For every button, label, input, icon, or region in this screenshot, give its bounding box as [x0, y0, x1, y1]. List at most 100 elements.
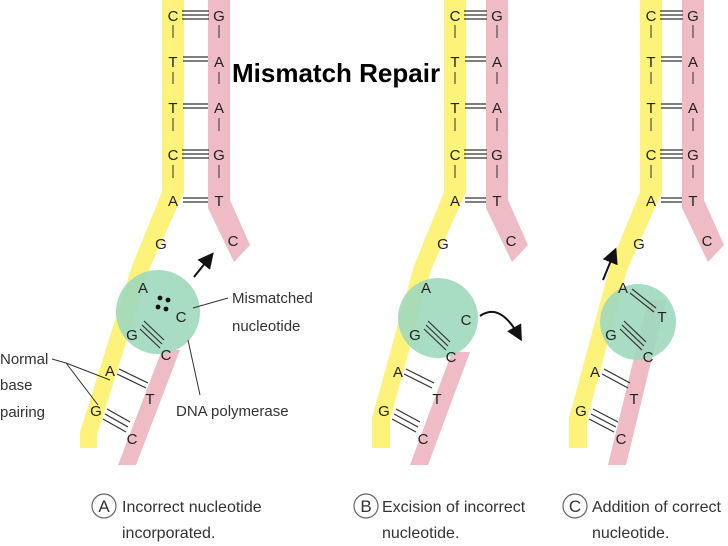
template-base-b-6: G	[437, 236, 449, 253]
new-base-c-1: G	[687, 8, 699, 25]
new-strand-lower-a	[118, 350, 180, 465]
new-base-a-3: A	[214, 100, 224, 117]
new-base-a-5: T	[214, 193, 223, 210]
new-base-b-7: C	[446, 349, 457, 366]
new-base-b-2: A	[492, 54, 502, 71]
new-base-a-6: C	[228, 233, 239, 250]
template-base-c-10: G	[575, 403, 587, 420]
template-base-b-5: A	[450, 193, 460, 210]
new-base-a-4: G	[213, 147, 225, 164]
template-base-c-4: C	[646, 147, 657, 164]
normal-pointers	[51, 358, 111, 406]
template-base-a-5: A	[168, 193, 178, 210]
template-base-a-2: T	[168, 54, 177, 71]
bonds-lower-a	[102, 320, 165, 433]
page-title: Mismatch Repair	[232, 58, 440, 88]
caption-a-line-2: incorporated.	[122, 525, 215, 542]
caption-a-line-1: Incorrect nucleotide	[122, 499, 262, 516]
template-base-a-3: T	[168, 100, 177, 117]
excision-arrow-b	[479, 311, 522, 342]
new-strand-c	[682, 0, 724, 262]
new-base-c-10: C	[616, 431, 627, 448]
circle-b	[353, 493, 379, 519]
new-base-a-9: T	[145, 391, 154, 408]
new-strand-b	[486, 0, 528, 262]
synthesis-arrow-c	[602, 247, 618, 281]
new-base-c-7: T	[657, 309, 666, 326]
new-base-b-9: C	[418, 431, 429, 448]
new-base-a-7: C	[176, 309, 187, 326]
caption-c-line-2: nucleotide.	[592, 525, 669, 542]
polymerase-label: DNA polymerase	[176, 403, 289, 420]
bonds-upper-a	[172, 10, 220, 203]
new-base-c-6: C	[702, 233, 713, 250]
new-base-c-8: C	[643, 349, 654, 366]
new-base-b-1: G	[491, 8, 503, 25]
new-base-b-8: T	[432, 391, 441, 408]
template-base-c-1: C	[646, 8, 657, 25]
dna-polymerase-c	[600, 284, 676, 360]
bonds-lower-b	[391, 320, 451, 433]
new-base-c-9: T	[629, 391, 638, 408]
new-base-c-5: T	[688, 193, 697, 210]
new-base-b-6: C	[506, 233, 517, 250]
normal-label-line-2: base	[0, 377, 33, 394]
template-base-b-4: C	[450, 147, 461, 164]
template-base-b-3: T	[450, 100, 459, 117]
dna-polymerase-b	[398, 278, 478, 358]
circle-a-letter: A	[98, 497, 110, 516]
mismatched-label-line-1: Mismatched	[232, 290, 313, 307]
bonds-upper-b	[454, 10, 498, 203]
mismatched-label-line-2: nucleotide	[232, 318, 300, 335]
circle-c	[562, 493, 588, 519]
circle-c-letter: C	[569, 497, 581, 516]
new-base-a-1: G	[213, 8, 225, 25]
caption-b-line-2: nucleotide.	[382, 525, 459, 542]
new-base-c-3: A	[688, 100, 698, 117]
circle-a	[91, 493, 117, 519]
bonds-upper-c	[650, 10, 694, 203]
template-base-b-1: C	[450, 8, 461, 25]
template-base-a-1: C	[168, 8, 179, 25]
template-base-c-9: A	[590, 364, 600, 381]
new-strand-a	[208, 0, 250, 262]
normal-label-line-3: pairing	[0, 404, 45, 421]
bonds-lower-c	[588, 288, 657, 433]
template-base-b-10: G	[378, 403, 390, 420]
circle-b-letter: B	[360, 497, 371, 516]
template-base-c-3: T	[646, 100, 655, 117]
new-base-b-3: A	[492, 100, 502, 117]
new-base-c-4: G	[687, 147, 699, 164]
template-base-b-2: T	[450, 54, 459, 71]
new-base-b-4: G	[491, 147, 503, 164]
template-base-b-8: G	[409, 327, 421, 344]
mismatch-dots-a	[155, 295, 171, 312]
panel-a: C T T C A G G A A G T C A G A G C C T C …	[0, 0, 313, 542]
polymerase-pointer	[187, 339, 201, 396]
panel-c: C T T C A G G A A G T C A G A G T C T C …	[562, 0, 724, 542]
panel-b: C T T C A G G A A G T C A G A G C C T C …	[353, 0, 528, 542]
template-base-a-6: G	[155, 236, 167, 253]
template-base-a-7: A	[138, 280, 148, 297]
new-base-a-10: C	[127, 431, 138, 448]
normal-label-line-1: Normal	[0, 351, 48, 368]
new-base-b-5: T	[492, 193, 501, 210]
template-strand-b	[372, 0, 466, 448]
template-base-a-4: C	[168, 147, 179, 164]
template-base-c-5: A	[646, 193, 656, 210]
excised-base-b: C	[461, 312, 472, 329]
new-strand-lower-b	[410, 352, 470, 465]
template-base-c-8: G	[605, 327, 617, 344]
template-base-c-7: A	[618, 280, 628, 297]
new-base-a-8: C	[161, 347, 172, 364]
new-base-c-2: A	[688, 54, 698, 71]
release-arrow-a	[193, 252, 214, 278]
template-base-a-8: G	[126, 327, 138, 344]
template-base-a-9: A	[105, 363, 115, 380]
caption-c-line-1: Addition of correct	[592, 499, 722, 516]
template-strand-c	[569, 0, 662, 448]
template-strand-a	[80, 0, 184, 448]
dna-polymerase-a	[116, 270, 200, 354]
